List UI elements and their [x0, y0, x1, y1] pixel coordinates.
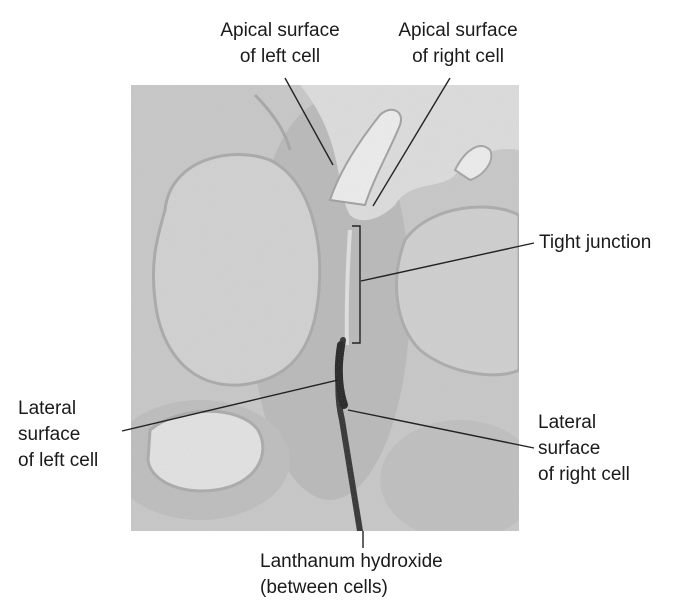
leader-tight-junction — [360, 242, 535, 282]
label-tight-junction-text: Tight junction — [539, 232, 652, 253]
label-apical-right-line2: of right cell — [412, 46, 504, 67]
label-lateral-left-line3: of left cell — [18, 450, 99, 471]
label-lateral-right-line1: Lateral — [538, 412, 597, 433]
label-lanthanum-line2: (between cells) — [260, 577, 388, 598]
tight-junction-bracket — [352, 225, 361, 344]
label-apical-left-line2: of left cell — [239, 46, 321, 67]
label-apical-right: Apical surface of right cell — [378, 18, 538, 70]
label-lateral-right-line3: of right cell — [538, 464, 630, 485]
electron-micrograph — [131, 85, 519, 531]
label-lateral-right: Lateral surface of right cell — [538, 410, 630, 488]
leader-lines — [121, 77, 535, 548]
label-tight-junction: Tight junction — [539, 230, 651, 256]
label-apical-left: Apical surface of left cell — [200, 18, 360, 70]
label-lanthanum: Lanthanum hydroxide (between cells) — [260, 549, 443, 601]
leader-lateral-right — [347, 409, 535, 449]
leader-lateral-left — [121, 379, 339, 432]
label-lateral-right-line2: surface — [538, 438, 601, 459]
label-lateral-left-line1: Lateral — [18, 398, 77, 419]
label-apical-left-line1: Apical surface — [220, 20, 340, 41]
label-lanthanum-line1: Lanthanum hydroxide — [260, 551, 443, 572]
leader-apical-left — [284, 77, 334, 166]
label-apical-right-line1: Apical surface — [398, 20, 518, 41]
leader-apical-right — [372, 77, 451, 207]
label-lateral-left-line2: surface — [18, 424, 81, 445]
label-lateral-left: Lateral surface of left cell — [18, 396, 98, 474]
